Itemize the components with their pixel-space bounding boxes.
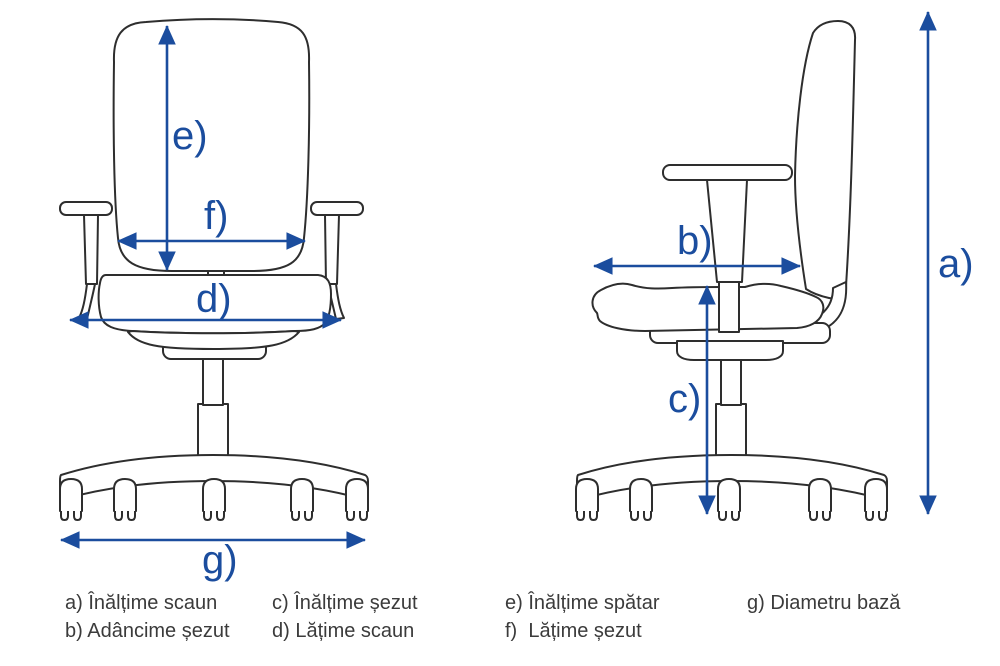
dimension-label-e: e)	[172, 114, 208, 158]
caster	[59, 478, 83, 521]
front-casters	[59, 478, 369, 521]
front-seat-underside	[127, 330, 300, 350]
front-left-armrest-support	[78, 283, 96, 320]
dimension-label-c: c)	[668, 377, 701, 421]
side-armrest-lower-post	[718, 281, 740, 333]
dimension-label-a: a)	[938, 242, 974, 286]
chair-side-view	[575, 20, 888, 521]
caster	[808, 478, 832, 521]
legend-item-b: b) Adâncime șezut	[65, 620, 230, 642]
caster	[345, 478, 369, 521]
legend-item-c: c) Înălțime șezut	[272, 592, 418, 614]
legend-item-g: g) Diametru bază	[747, 592, 901, 614]
legend: a) Înălțime scaun b) Adâncime șezut c) Î…	[0, 586, 1000, 666]
caster	[290, 478, 314, 521]
side-column-upper	[720, 359, 742, 406]
caster	[113, 478, 137, 521]
dimension-label-g: g)	[202, 538, 238, 582]
front-right-armrest-cap	[310, 201, 364, 216]
side-column-lower	[715, 403, 747, 463]
legend-item-d: d) Lățime scaun	[272, 620, 415, 642]
front-column-upper	[202, 358, 224, 406]
dimension-label-f: f)	[204, 194, 228, 238]
caster	[629, 478, 653, 521]
caster	[717, 478, 741, 521]
side-seat-mechanism	[676, 340, 784, 361]
side-casters	[575, 478, 888, 521]
legend-item-e: e) Înălțime spătar	[505, 592, 660, 614]
front-right-armrest-post	[324, 214, 340, 285]
legend-item-f: f) Lățime șezut	[505, 620, 642, 642]
legend-item-a: a) Înălțime scaun	[65, 592, 218, 614]
side-armrest-cap	[662, 164, 793, 181]
front-left-armrest-cap	[59, 201, 113, 216]
front-column-lower	[197, 403, 229, 463]
caster	[864, 478, 888, 521]
dimension-label-d: d)	[196, 277, 232, 321]
side-backrest	[794, 20, 857, 300]
caster	[202, 478, 226, 521]
chair-front-view	[59, 18, 369, 521]
dimension-arrows: e) f) d) g) b) c) a)	[60, 11, 974, 582]
dimension-label-b: b)	[677, 219, 713, 263]
caster	[575, 478, 599, 521]
front-left-armrest-post	[83, 214, 99, 285]
chair-dimensions-diagram: e) f) d) g) b) c) a)	[59, 11, 974, 582]
